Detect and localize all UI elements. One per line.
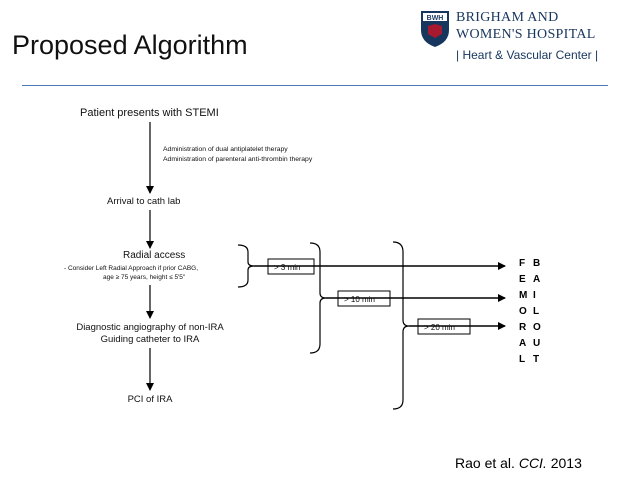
femoral-letter: L (519, 354, 525, 365)
bwh-shield-icon: BWH (421, 11, 449, 47)
bailout-letter: U (533, 338, 540, 349)
radial-condition-1: - Consider Left Radial Approach if prior… (64, 265, 198, 272)
logo-line-2: WOMEN'S HOSPITAL (456, 27, 596, 42)
femoral-letter: A (519, 338, 526, 349)
femoral-letter: E (519, 274, 526, 285)
logo-line-3: | Heart & Vascular Center | (456, 48, 599, 62)
step-guiding-catheter: Guiding catheter to IRA (101, 334, 200, 345)
step-radial-access: Radial access (123, 250, 185, 261)
bailout-letter: T (533, 354, 539, 365)
radial-condition-2: age ≥ 75 years, height ≤ 5'5" (103, 274, 186, 281)
bailout-letter: L (533, 306, 539, 317)
hospital-logo: BWH BRIGHAM AND WOMEN'S HOSPITAL | Heart… (420, 8, 630, 68)
time-label-10min: > 10 min (344, 295, 375, 304)
bracket-total (392, 241, 410, 410)
header-divider (22, 85, 608, 86)
time-label-20min: > 20 min (424, 323, 455, 332)
note-antiplatelet: Administration of dual antiplatelet ther… (163, 146, 288, 153)
femoral-letter: F (519, 258, 525, 269)
bailout-letter: I (533, 290, 536, 301)
bailout-letter: A (533, 274, 540, 285)
step-patient-presents: Patient presents with STEMI (80, 107, 219, 119)
time-label-3min: > 3 min (274, 263, 300, 272)
step-diagnostic-angiography: Diagnostic angiography of non-IRA (76, 322, 224, 333)
femoral-letter: R (519, 322, 527, 333)
citation: Rao et al. CCI. 2013 (455, 455, 582, 471)
bailout-letter: O (533, 322, 541, 333)
citation-journal: CCI. (518, 455, 547, 471)
bracket-radial (237, 244, 255, 288)
bailout-letter: B (533, 258, 540, 269)
femoral-letter: M (519, 290, 527, 301)
femoral-letter: O (519, 306, 527, 317)
citation-authors: Rao et al. (455, 455, 515, 471)
step-pci-ira: PCI of IRA (128, 394, 174, 405)
note-antithrombin: Administration of parenteral anti-thromb… (163, 156, 313, 163)
logo-line-1: BRIGHAM AND (456, 10, 559, 25)
shield-text: BWH (427, 15, 444, 22)
citation-year: 2013 (550, 455, 582, 471)
step-arrival-cath-lab: Arrival to cath lab (107, 196, 180, 207)
slide-title: Proposed Algorithm (12, 30, 248, 60)
